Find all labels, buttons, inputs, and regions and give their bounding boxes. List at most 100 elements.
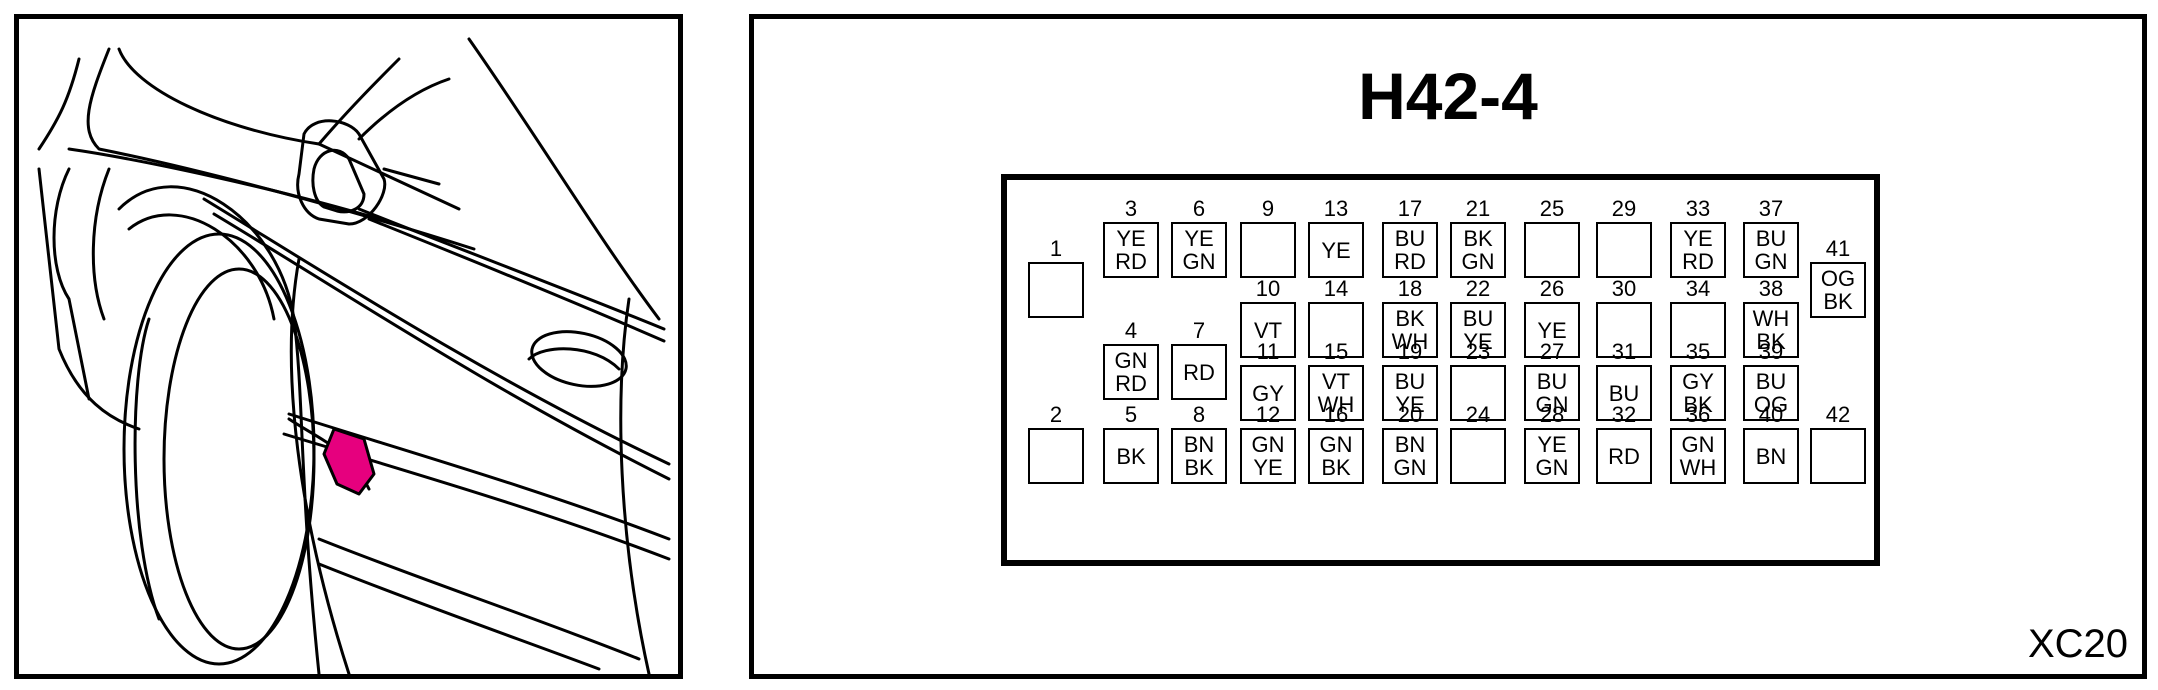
wire-color-code: RD (1183, 359, 1215, 385)
pin-23: 23 (1450, 341, 1506, 421)
pin-number: 24 (1465, 402, 1491, 427)
wire-color-code: YE (1253, 455, 1283, 480)
wire-color-code: WH (1317, 392, 1355, 417)
wire-color-code: GY (1682, 369, 1714, 394)
wire-color-code: BK (1756, 329, 1786, 354)
wire-color-code: GN (1182, 249, 1216, 274)
pin-number: 16 (1323, 402, 1349, 427)
pin-34: 34 (1670, 278, 1726, 358)
wire-color-code: RD (1115, 371, 1147, 396)
wire-color-code: BU (1462, 306, 1494, 331)
pin-9: 9 (1240, 198, 1296, 278)
wire-color-code: BK (1116, 443, 1146, 469)
pin-1: 1 (1028, 238, 1084, 318)
wire-color-code: BU (1394, 369, 1426, 394)
connector-location-marker (322, 427, 376, 496)
pin-number: 1 (1049, 236, 1063, 261)
wire-color-code: BK (1395, 306, 1425, 331)
wire-color-code: BU (1755, 226, 1787, 251)
pin-number: 13 (1323, 196, 1349, 221)
diagram-code: XC20 (2027, 622, 2128, 666)
pin-cavity: BU (1596, 365, 1652, 421)
pin-number: 23 (1465, 339, 1491, 364)
pin-cavity (1596, 222, 1652, 278)
pin-number: 26 (1539, 276, 1565, 301)
pin-number: 27 (1539, 339, 1565, 364)
pin-number: 41 (1825, 236, 1851, 261)
pin-cavity: VT (1240, 302, 1296, 358)
pin-cavity: RD (1171, 344, 1227, 400)
wire-color-code: BU (1608, 380, 1640, 406)
pin-cavity: RD (1596, 428, 1652, 484)
wire-color-code: GN (1393, 455, 1427, 480)
wire-color-code: BU (1536, 369, 1568, 394)
vehicle-location-panel (14, 14, 683, 679)
wire-color-code: BU (1394, 226, 1426, 251)
wire-color-code: OG (1753, 392, 1789, 417)
pin-cavity (1028, 262, 1084, 318)
wire-color-code: BN (1394, 432, 1426, 457)
pin-number: 11 (1256, 339, 1280, 364)
wire-color-code: BK (1321, 455, 1351, 480)
wire-color-code: YE (1463, 329, 1493, 354)
wire-color-code: BK (1184, 455, 1214, 480)
wire-color-code: WH (1752, 306, 1790, 331)
pin-number: 37 (1758, 196, 1784, 221)
pin-cavity (1308, 302, 1364, 358)
wire-color-code: BN (1755, 443, 1787, 469)
wire-color-code: BN (1183, 432, 1215, 457)
pin-cavity (1810, 428, 1866, 484)
pin-number: 5 (1124, 402, 1138, 427)
pin-number: 34 (1685, 276, 1711, 301)
pin-cavity (1524, 222, 1580, 278)
wire-color-code: GN (1535, 455, 1569, 480)
wire-color-code: YE (1537, 432, 1567, 457)
wire-color-code: YE (1395, 392, 1425, 417)
pin-number: 8 (1192, 402, 1206, 427)
pin-cavity (1450, 428, 1506, 484)
pin-number: 30 (1611, 276, 1637, 301)
pin-number: 39 (1758, 339, 1784, 364)
pin-number: 29 (1611, 196, 1637, 221)
pin-number: 38 (1758, 276, 1784, 301)
pin-cavity (1670, 302, 1726, 358)
pin-number: 21 (1465, 196, 1491, 221)
wire-color-code: YE (1184, 226, 1214, 251)
wire-color-code: GN (1681, 432, 1715, 457)
pin-cavity: BN (1743, 428, 1799, 484)
pin-cavity (1240, 222, 1296, 278)
pin-number: 42 (1825, 402, 1851, 427)
pin-number: 35 (1685, 339, 1711, 364)
wire-color-code: RD (1394, 249, 1426, 274)
wire-color-code: GN (1319, 432, 1353, 457)
pin-number: 15 (1323, 339, 1349, 364)
